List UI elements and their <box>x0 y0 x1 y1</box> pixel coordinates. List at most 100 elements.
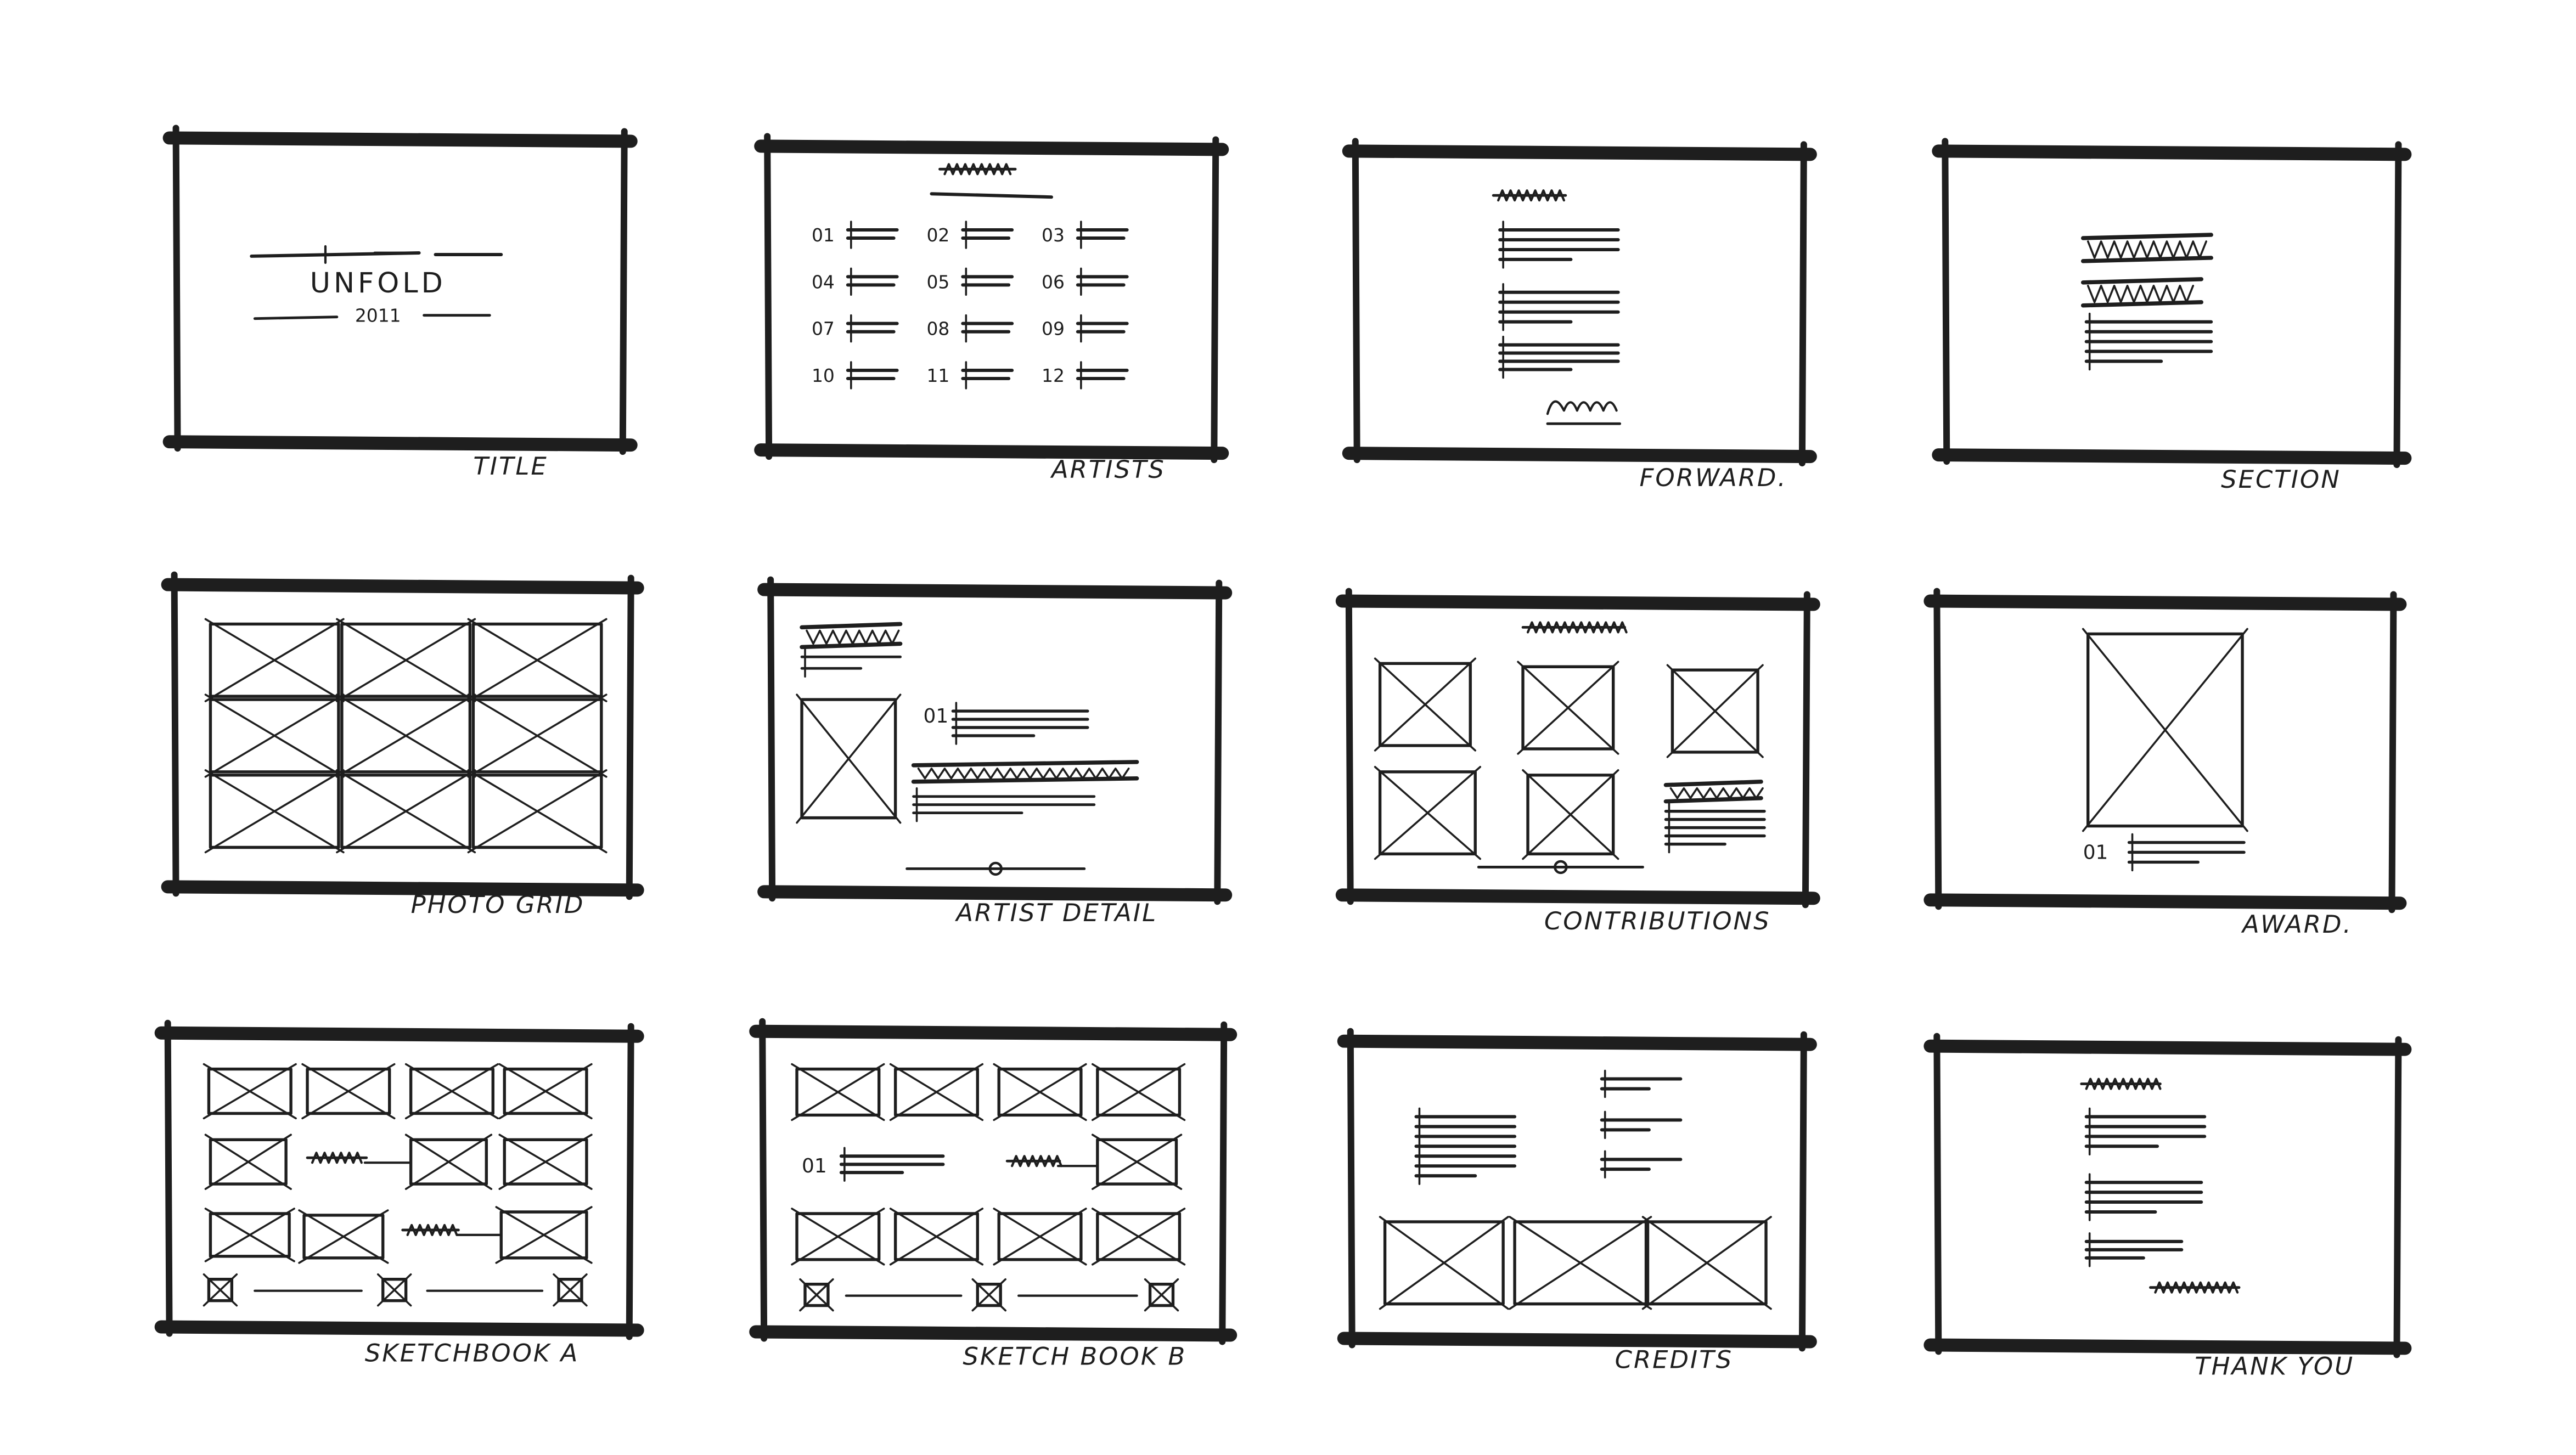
frame-bottom-edge <box>754 443 1229 460</box>
placeholder-box <box>1096 1067 1182 1117</box>
placeholder-box <box>800 698 897 820</box>
image-placeholder-icon <box>1666 664 1764 758</box>
image-placeholder-icon <box>993 1063 1087 1121</box>
frame-bottom-edge <box>1337 1332 1817 1349</box>
frame-right-edge <box>1211 136 1219 464</box>
placeholder-box <box>1383 1220 1505 1306</box>
frame-right-edge <box>1798 1031 1807 1352</box>
frame-label-award: AWARD. <box>2241 910 2353 939</box>
image-placeholder-icon <box>1379 1216 1509 1310</box>
placeholder-cross <box>993 1208 1087 1266</box>
text-lines-placeholder <box>1498 283 1620 331</box>
sketch-line <box>253 315 339 320</box>
placeholder-box <box>1646 1220 1768 1306</box>
image-placeholder-icon <box>971 1278 1006 1312</box>
artist-number: 05 <box>926 271 949 292</box>
placeholder-cross <box>301 1063 396 1120</box>
slide-frame <box>749 1018 1238 1345</box>
image-placeholder-icon <box>1092 1133 1183 1190</box>
caption-scribble <box>311 1152 363 1164</box>
image-placeholder-icon <box>467 693 608 778</box>
heading-underline <box>930 192 1053 199</box>
hatched-heading <box>2080 277 2203 308</box>
placeholder-box <box>471 698 603 774</box>
hatched-heading <box>800 622 903 650</box>
frame-bottom-edge <box>154 1320 644 1337</box>
text-lines-placeholder <box>1600 1110 1683 1140</box>
image-placeholder-icon <box>889 1063 984 1121</box>
image-placeholder-icon <box>1517 661 1619 755</box>
placeholder-box <box>207 1278 234 1302</box>
placeholder-cross <box>336 618 476 702</box>
placeholder-box <box>499 1210 588 1260</box>
text-lines-placeholder <box>912 787 1096 822</box>
image-placeholder-icon <box>301 1063 396 1120</box>
placeholder-cross <box>495 1206 593 1264</box>
frame-left-edge <box>1347 1028 1356 1349</box>
placeholder-box <box>207 1067 293 1115</box>
placeholder-box <box>471 622 603 698</box>
image-placeholder-icon <box>203 1273 238 1307</box>
frame-right-edge <box>2393 141 2402 469</box>
text-lines-placeholder <box>839 1147 945 1182</box>
image-placeholder-icon <box>336 618 476 702</box>
title-slide-year: 2011 <box>355 305 401 326</box>
frame-right-edge <box>1798 141 1807 467</box>
placeholder-cross <box>203 1063 297 1120</box>
hatched-heading <box>911 760 1139 784</box>
frame-bottom-edge <box>1923 893 2407 910</box>
placeholder-cross <box>404 1133 493 1190</box>
frame-top-edge <box>1923 594 2407 611</box>
placeholder-box <box>340 622 472 698</box>
placeholder-cross <box>791 1063 885 1121</box>
frame-left-edge <box>1352 138 1360 464</box>
artist-number: 07 <box>812 318 835 340</box>
slide-frame <box>161 571 644 900</box>
text-lines-placeholder <box>1600 1150 1683 1178</box>
placeholder-box <box>471 774 603 849</box>
frame-bottom-edge <box>749 1325 1238 1342</box>
placeholder-cross <box>799 1278 834 1312</box>
artist-number: 12 <box>1042 365 1065 386</box>
heading-scribble <box>943 163 1012 176</box>
placeholder-cross <box>498 1063 593 1120</box>
frame-right-edge <box>2393 1036 2402 1358</box>
artist-number: 02 <box>926 224 949 246</box>
hatched-heading <box>2080 233 2213 263</box>
placeholder-box <box>795 1212 881 1261</box>
placeholder-cross <box>1641 1216 1772 1310</box>
placeholder-cross <box>889 1063 984 1121</box>
placeholder-cross <box>1092 1063 1186 1121</box>
placeholder-box <box>340 698 472 774</box>
placeholder-cross <box>203 1273 238 1307</box>
slide-frame <box>754 133 1229 464</box>
placeholder-box <box>1521 665 1615 751</box>
hatch-top <box>911 760 1139 768</box>
placeholder-cross <box>204 693 345 778</box>
text-lines-placeholder <box>2084 1107 2207 1156</box>
placeholder-box <box>1096 1138 1178 1186</box>
image-placeholder-icon <box>204 1133 292 1190</box>
artist-number: 01 <box>812 224 835 246</box>
placeholder-box <box>209 1212 291 1258</box>
image-placeholder-icon <box>204 769 345 854</box>
artist-detail-number: 01 <box>924 705 949 728</box>
image-placeholder-icon <box>1641 1216 1772 1310</box>
placeholder-box <box>803 1283 830 1307</box>
frame-label-section: SECTION <box>2221 465 2341 494</box>
frame-label-title: TITLE <box>473 452 548 481</box>
artist-number: 06 <box>1042 271 1065 292</box>
frame-top-edge <box>757 583 1233 600</box>
image-placeholder-icon <box>467 769 608 854</box>
text-lines-placeholder <box>1498 335 1620 379</box>
placeholder-box <box>306 1067 391 1115</box>
artist-number: 09 <box>1042 318 1065 340</box>
image-placeholder-icon <box>796 693 902 824</box>
placeholder-box <box>1378 662 1472 747</box>
image-placeholder-icon <box>799 1278 834 1312</box>
hatch-scribble <box>1669 787 1764 799</box>
image-placeholder-icon <box>336 769 476 854</box>
slide-frame <box>1932 138 2412 469</box>
frame-top-edge <box>749 1024 1238 1041</box>
hatch-bottom <box>2080 256 2213 263</box>
